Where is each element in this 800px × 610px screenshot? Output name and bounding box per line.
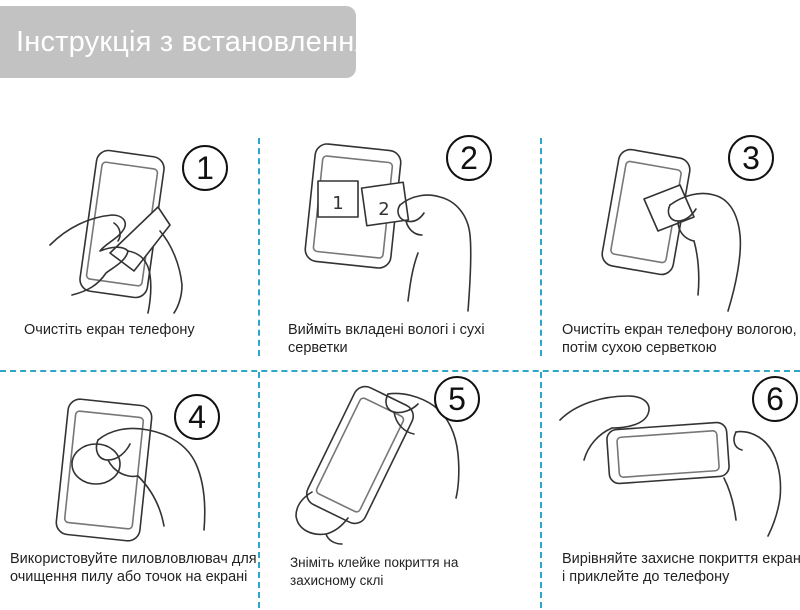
apply-glass-icon [559,395,782,537]
caption-line: Очистіть екран телефону [24,322,195,338]
step-number-3: 3 [728,135,774,181]
step-caption-1: Очистіть екран телефону [24,321,195,339]
caption-line: захисному склі [290,573,384,588]
caption-line: Вийміть вкладені вологі і сухі [288,322,485,338]
caption-line: серветки [288,340,348,356]
divider-vertical-right-bottom [540,372,542,608]
step-caption-5: Зніміть клейке покриття на захисному скл… [290,554,458,590]
phone-wipe-cloth-icon [49,149,183,314]
peel-film-icon [295,385,460,545]
step-caption-4: Використовуйте пиловловлювач для очищенн… [10,550,257,586]
header-tab: Інструкція з встановлення [0,6,370,78]
step-4: 4 Використовуйте пиловловлювач для очище… [10,380,266,610]
wipe-packets-icon: 1 2 [304,143,472,312]
divider-vertical-left-top [258,138,260,356]
step-6: 6 Вирівняйте захисне покриття екрану і п… [548,376,800,610]
divider-horizontal [0,370,800,372]
step-2: 1 2 2 Вийміть вкладені вологі і сухі сер… [272,135,528,365]
divider-vertical-right-top [540,138,542,356]
caption-line: Використовуйте пиловловлювач для [10,551,257,567]
step-3: 3 Очистіть екран телефону вологою, потім… [548,135,800,365]
caption-line: потім сухою серветкою [562,340,717,356]
step-5: 5 Зніміть клейке покриття на захисному с… [272,376,528,610]
caption-line: Зніміть клейке покриття на [290,555,459,570]
caption-line: і приклейте до телефону [562,569,730,585]
caption-line: Очистіть екран телефону вологою, [562,322,797,338]
step-number-1: 1 [182,145,228,191]
caption-line: очищення пилу або точок на екрані [10,569,248,585]
step-1: 1 Очистіть екран телефону [10,135,266,365]
step-caption-2: Вийміть вкладені вологі і сухі серветки [288,321,485,357]
step-number-2: 2 [446,135,492,181]
step-number-5: 5 [434,376,480,422]
divider-vertical-left-bottom [258,372,260,608]
packet-label-1: 1 [332,193,343,214]
phone-wet-wipe-icon [601,148,742,312]
page-title: Інструкція з встановлення [16,26,371,58]
dust-sticker-icon [55,398,206,542]
step-number-6: 6 [752,376,798,422]
packet-label-2: 2 [378,199,389,220]
step-number-4: 4 [174,394,220,440]
step-caption-6: Вирівняйте захисне покриття екрану і при… [562,550,800,586]
step-caption-3: Очистіть екран телефону вологою, потім с… [562,321,797,357]
caption-line: Вирівняйте захисне покриття екрану [562,551,800,567]
